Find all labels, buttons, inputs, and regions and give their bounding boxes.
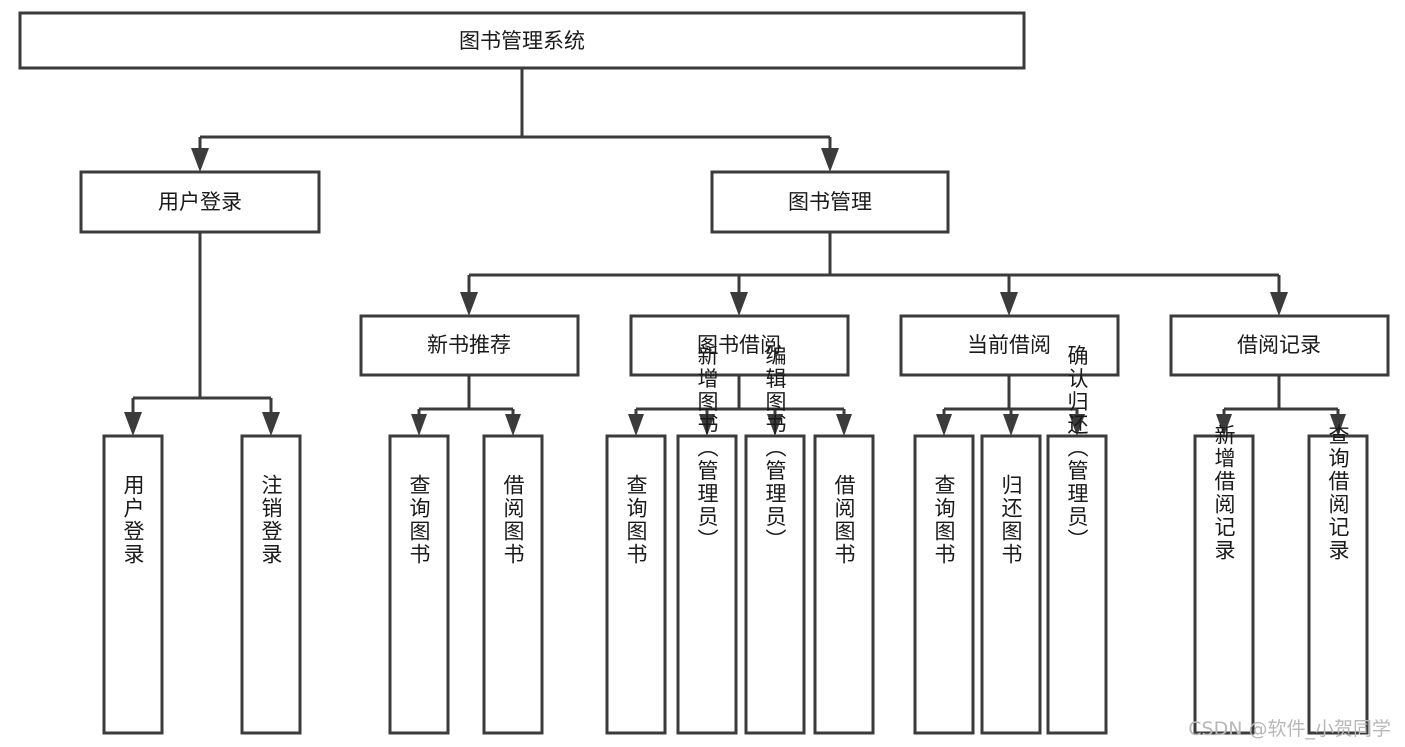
node-root-box[interactable] xyxy=(18,11,1026,70)
node-user-login-label: 用户登录 xyxy=(158,190,242,214)
arrow-to-book-borrow xyxy=(730,292,748,316)
arrow-to-borrow-record xyxy=(1270,292,1288,316)
arrow-to-leaf-confirm-return xyxy=(1069,414,1085,436)
node-leaf-edit-book-box[interactable] xyxy=(744,434,806,735)
arrow-to-current-borrow xyxy=(1000,292,1018,316)
arrow-to-leaf-query-book-1 xyxy=(411,414,427,436)
node-new-book-recommend[interactable]: 新书推荐 xyxy=(359,314,580,377)
node-book-borrow-box[interactable] xyxy=(629,314,850,377)
node-leaf-borrow-book-2-box[interactable] xyxy=(813,434,875,735)
arrow-to-leaf-edit-book xyxy=(767,414,783,436)
arrow-to-leaf-user-logout xyxy=(262,412,280,436)
node-leaf-return-book[interactable]: 归还图书 xyxy=(980,434,1042,735)
node-leaf-edit-book-label: 编辑图书（管理员） xyxy=(763,345,787,552)
arrow-to-leaf-query-book-3 xyxy=(936,414,952,436)
node-leaf-user-logout-box[interactable] xyxy=(240,434,302,735)
node-leaf-query-book-3-box[interactable] xyxy=(913,434,975,735)
node-borrow-record-label: 借阅记录 xyxy=(1237,333,1321,357)
node-leaf-query-book-1[interactable]: 查询图书 xyxy=(388,434,450,735)
node-current-borrow[interactable]: 当前借阅 xyxy=(899,314,1120,377)
node-leaf-user-login-box[interactable] xyxy=(102,434,164,735)
node-leaf-add-book-box[interactable] xyxy=(676,434,738,735)
node-leaf-query-book-2-label: 查询图书 xyxy=(624,474,648,566)
arrow-to-user-login xyxy=(191,148,209,172)
node-leaf-query-record-label: 查询借阅记录 xyxy=(1326,424,1350,562)
node-book-manage-label: 图书管理 xyxy=(788,190,872,214)
arrow-to-leaf-borrow-book-2 xyxy=(836,414,852,436)
arrow-to-book-manage xyxy=(821,148,839,172)
arrow-to-leaf-user-login xyxy=(124,412,142,436)
arrow-to-leaf-add-record xyxy=(1216,414,1232,436)
node-leaf-return-book-box[interactable] xyxy=(980,434,1042,735)
node-leaf-edit-book[interactable]: 编辑图书（管理员） xyxy=(744,345,806,735)
node-new-book-recommend-box[interactable] xyxy=(359,314,580,377)
arrow-to-leaf-return-book xyxy=(1003,414,1019,436)
node-leaf-add-record-label: 新增借阅记录 xyxy=(1212,424,1236,562)
node-leaf-add-book-label: 新增图书（管理员） xyxy=(695,345,719,552)
node-leaf-borrow-book-1-label: 借阅图书 xyxy=(501,474,525,566)
node-leaf-user-logout-label: 注销登录 xyxy=(259,474,283,566)
node-leaf-add-record-box[interactable] xyxy=(1193,434,1255,735)
node-leaf-query-book-3-label: 查询图书 xyxy=(932,474,956,566)
arrow-to-leaf-query-record xyxy=(1330,414,1346,436)
node-leaf-add-book[interactable]: 新增图书（管理员） xyxy=(676,345,738,735)
node-borrow-record[interactable]: 借阅记录 xyxy=(1169,314,1390,377)
node-book-manage[interactable]: 图书管理 xyxy=(710,170,950,234)
node-root-label: 图书管理系统 xyxy=(459,29,585,53)
node-leaf-confirm-return-label: 确认归还（管理员） xyxy=(1065,345,1089,552)
node-leaf-user-logout[interactable]: 注销登录 xyxy=(240,434,302,735)
arrow-to-leaf-add-book xyxy=(699,414,715,436)
node-leaf-confirm-return-box[interactable] xyxy=(1046,434,1108,735)
node-leaf-borrow-book-2[interactable]: 借阅图书 xyxy=(813,434,875,735)
node-leaf-query-book-1-label: 查询图书 xyxy=(407,474,431,566)
node-leaf-user-login-label: 用户登录 xyxy=(121,474,145,566)
arrow-to-leaf-query-book-2 xyxy=(628,414,644,436)
node-new-book-recommend-label: 新书推荐 xyxy=(427,333,511,357)
node-leaf-borrow-book-2-label: 借阅图书 xyxy=(832,474,856,566)
node-leaf-query-book-3[interactable]: 查询图书 xyxy=(913,434,975,735)
node-book-borrow-label: 图书借阅 xyxy=(697,333,781,357)
node-book-borrow[interactable]: 图书借阅 xyxy=(629,314,850,377)
node-user-login[interactable]: 用户登录 xyxy=(79,170,321,234)
node-current-borrow-box[interactable] xyxy=(899,314,1120,377)
arrow-to-leaf-borrow-book-1 xyxy=(505,414,521,436)
node-leaf-borrow-book-1[interactable]: 借阅图书 xyxy=(482,434,544,735)
node-current-borrow-label: 当前借阅 xyxy=(967,333,1051,357)
node-leaf-return-book-label: 归还图书 xyxy=(999,474,1023,566)
node-leaf-user-login[interactable]: 用户登录 xyxy=(102,434,164,735)
node-leaf-query-book-2-box[interactable] xyxy=(605,434,667,735)
node-leaf-query-book-1-box[interactable] xyxy=(388,434,450,735)
node-borrow-record-box[interactable] xyxy=(1169,314,1390,377)
node-leaf-query-book-2[interactable]: 查询图书 xyxy=(605,434,667,735)
node-leaf-add-record[interactable]: 新增借阅记录 xyxy=(1193,424,1255,735)
arrow-to-new-book-recommend xyxy=(460,292,478,316)
node-book-manage-box[interactable] xyxy=(710,170,950,234)
node-user-login-box[interactable] xyxy=(79,170,321,234)
node-leaf-query-record[interactable]: 查询借阅记录 xyxy=(1307,424,1369,735)
node-root[interactable]: 图书管理系统 xyxy=(18,11,1026,70)
edges-group xyxy=(124,68,1346,436)
node-leaf-query-record-box[interactable] xyxy=(1307,434,1369,735)
node-leaf-borrow-book-1-box[interactable] xyxy=(482,434,544,735)
node-leaf-confirm-return[interactable]: 确认归还（管理员） xyxy=(1046,345,1108,735)
